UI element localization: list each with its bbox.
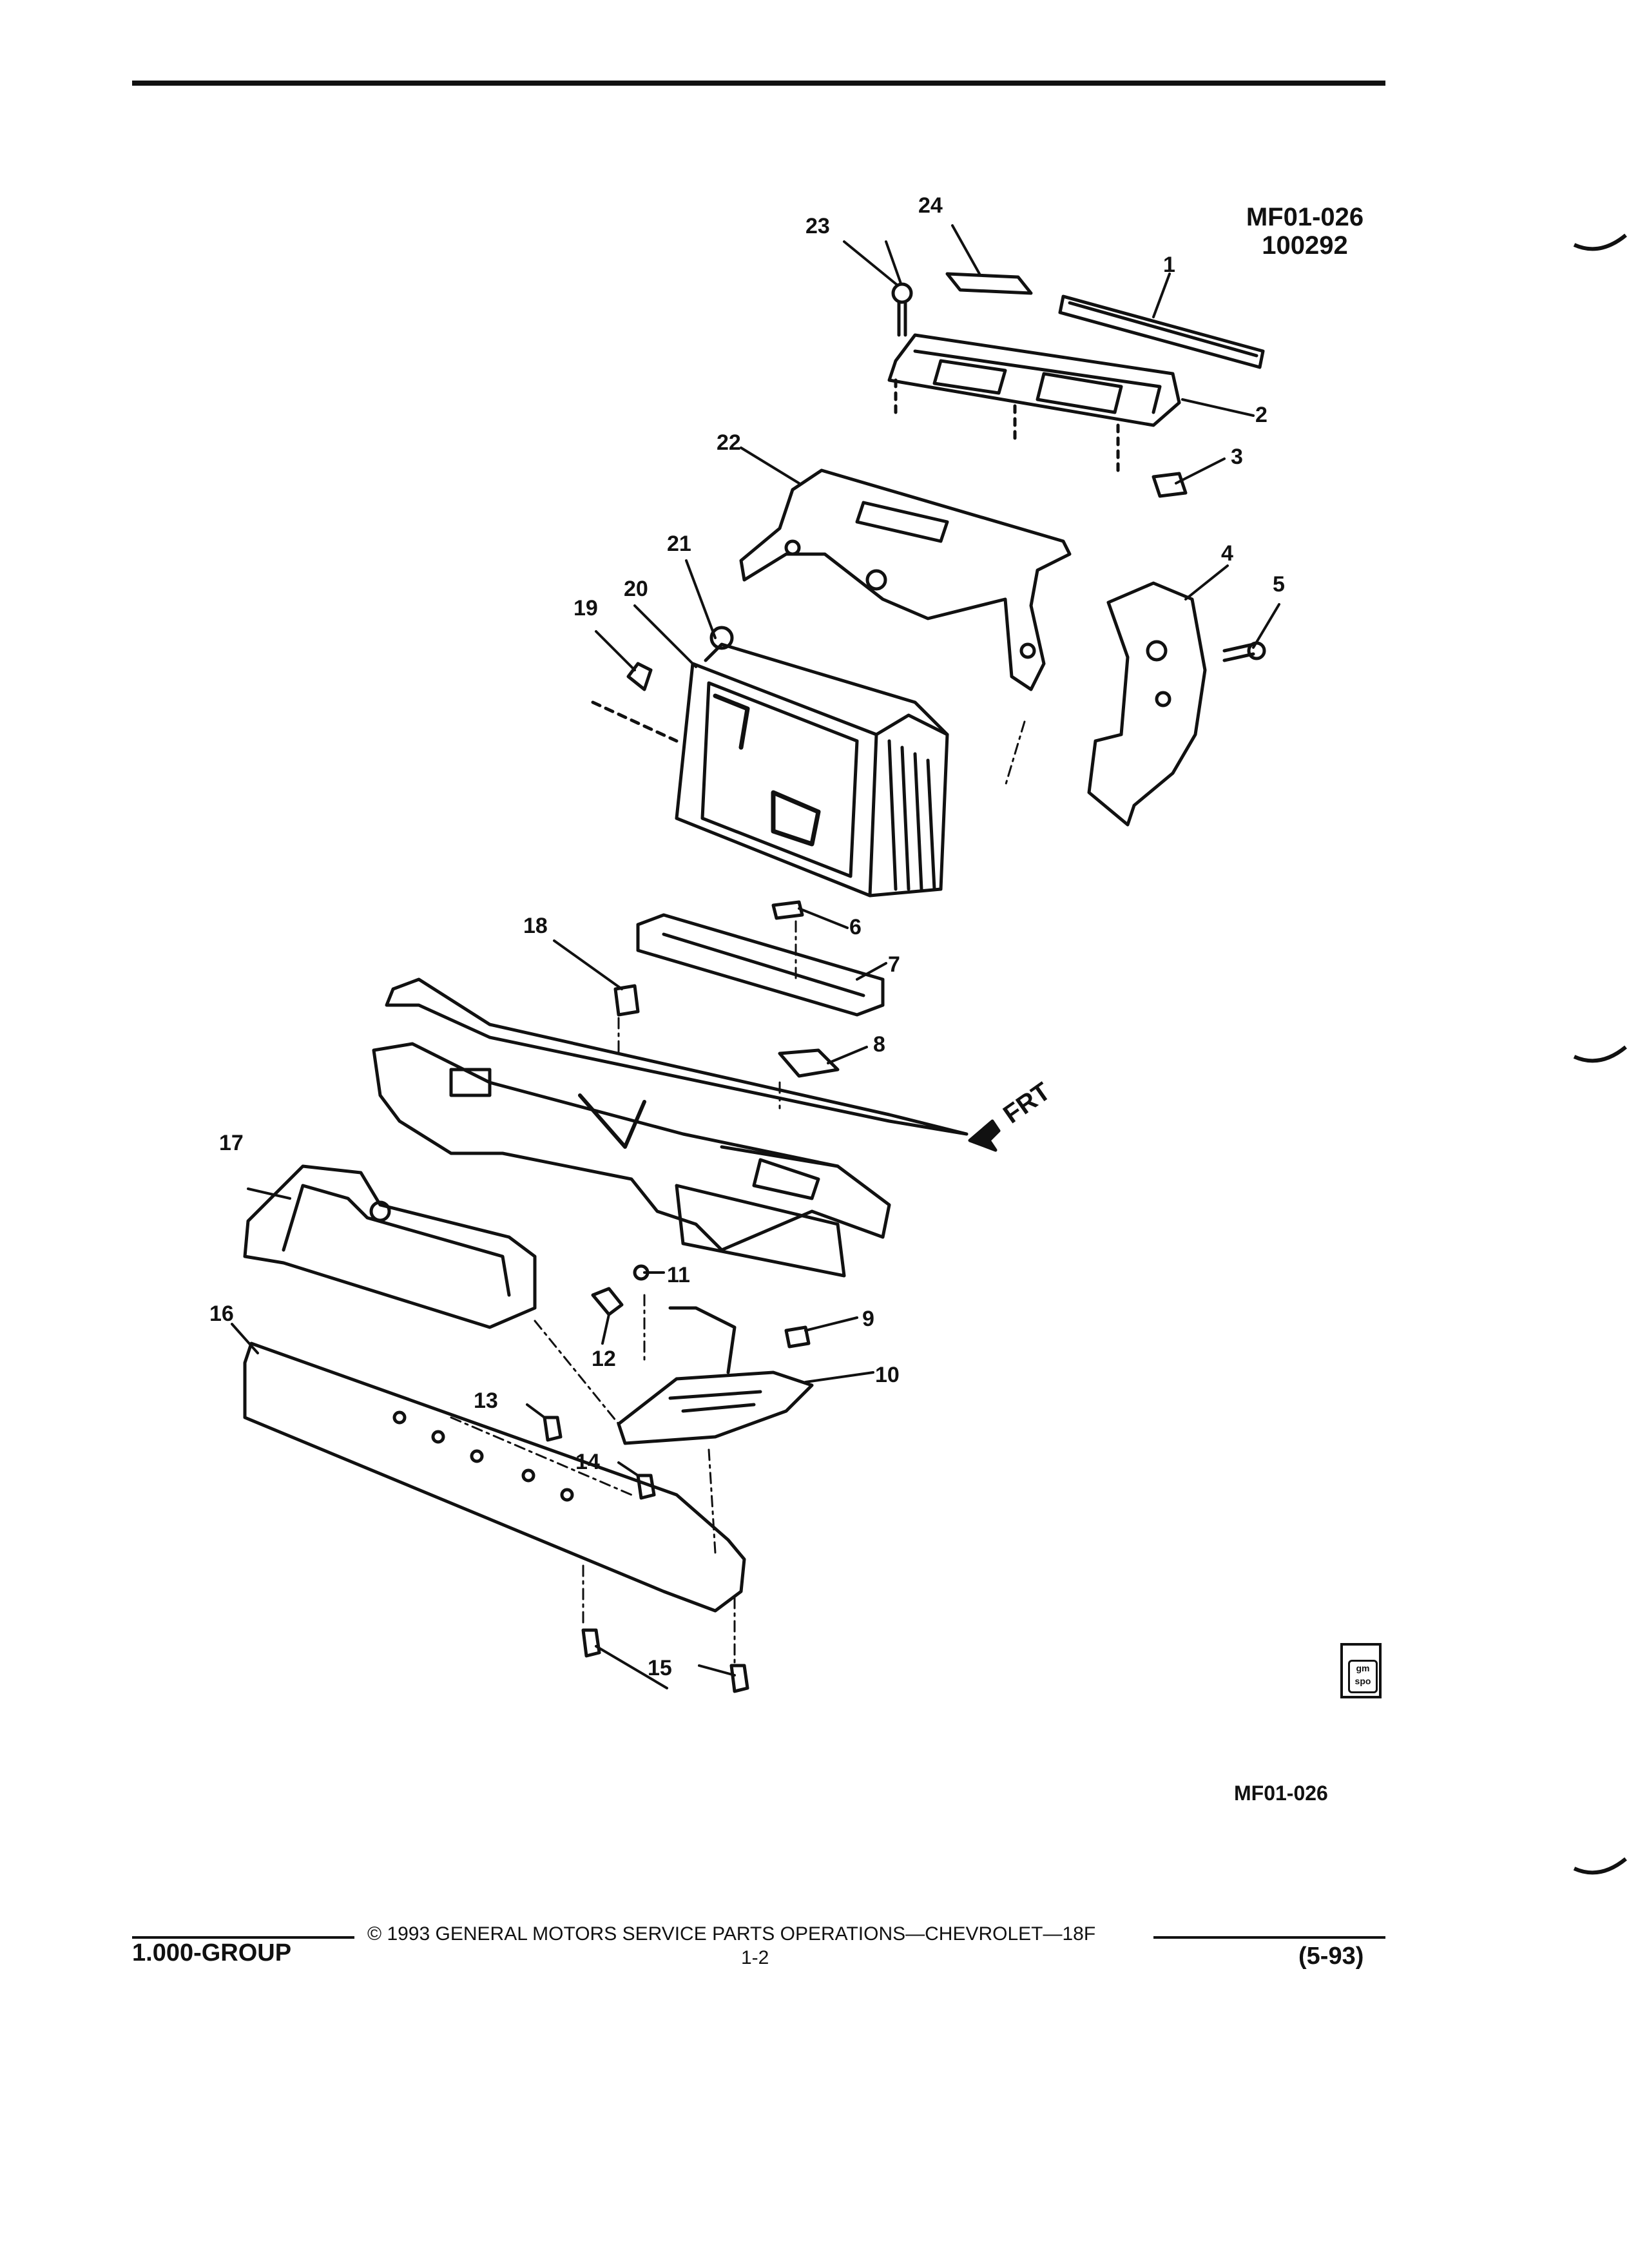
callout-2: 2 bbox=[1255, 403, 1268, 427]
part-18-grommet bbox=[613, 984, 640, 1017]
gm-spo-logo-text: gm spo bbox=[1348, 1660, 1378, 1693]
part-17-baffle bbox=[243, 1164, 537, 1329]
footer-date: (5-93) bbox=[1298, 1943, 1364, 1970]
part-1-weatherstrip bbox=[1058, 294, 1265, 369]
part-23-bolt bbox=[891, 282, 913, 337]
radiator-support bbox=[372, 977, 969, 1278]
binder-mark-top bbox=[1573, 233, 1627, 251]
part-7-rail bbox=[636, 913, 885, 1017]
callout-7: 7 bbox=[888, 952, 900, 977]
callout-3: 3 bbox=[1231, 445, 1243, 469]
callout-21: 21 bbox=[667, 532, 691, 556]
frt-arrow bbox=[968, 1119, 1001, 1152]
part-8-bracket bbox=[778, 1048, 840, 1078]
part-16-lower-shield bbox=[243, 1341, 746, 1613]
callout-8: 8 bbox=[873, 1032, 885, 1057]
callout-1: 1 bbox=[1163, 253, 1175, 277]
diagram-code: MF01-026 bbox=[1246, 203, 1364, 231]
part-19-fastener bbox=[591, 662, 679, 743]
callout-19: 19 bbox=[574, 596, 598, 620]
callout-5: 5 bbox=[1273, 572, 1285, 597]
diagram-date: 100292 bbox=[1262, 231, 1348, 260]
part-10-deflector bbox=[617, 1306, 814, 1445]
footer-diagram-code: MF01-026 bbox=[1234, 1782, 1328, 1805]
part-6-nut bbox=[771, 900, 804, 920]
part-20-module bbox=[675, 626, 949, 898]
footer-rule-right bbox=[1153, 1936, 1385, 1939]
part-24-pad bbox=[945, 272, 1033, 295]
callout-6: 6 bbox=[849, 915, 862, 939]
footer-copyright: © 1993 GENERAL MOTORS SERVICE PARTS OPER… bbox=[367, 1923, 1096, 1945]
part-2-tray bbox=[887, 333, 1181, 472]
small-fasteners bbox=[543, 1264, 811, 1693]
binder-mark-bottom bbox=[1573, 1857, 1627, 1875]
callout-14: 14 bbox=[575, 1450, 600, 1474]
callout-10: 10 bbox=[875, 1363, 900, 1387]
diagram-code-block: MF01-026 100292 bbox=[1221, 203, 1389, 260]
leader-lines bbox=[231, 224, 1280, 1689]
part-4-shield bbox=[1087, 581, 1207, 827]
part-22-bracket bbox=[739, 468, 1072, 691]
gm-spo-logo: gm spo bbox=[1340, 1643, 1382, 1698]
binder-mark-middle bbox=[1573, 1045, 1627, 1063]
callout-18: 18 bbox=[523, 914, 548, 938]
callout-13: 13 bbox=[474, 1389, 498, 1413]
footer-rule-left bbox=[132, 1936, 354, 1939]
callout-16: 16 bbox=[209, 1302, 234, 1326]
callout-9: 9 bbox=[862, 1307, 874, 1331]
footer-group: 1.000-GROUP bbox=[132, 1939, 292, 1966]
callout-4: 4 bbox=[1221, 541, 1233, 566]
callout-17: 17 bbox=[219, 1131, 244, 1155]
assembly-guides bbox=[450, 720, 1026, 1664]
part-5-screw bbox=[1222, 641, 1266, 662]
callout-12: 12 bbox=[592, 1347, 616, 1371]
part-3-clip bbox=[1152, 472, 1188, 498]
callout-24: 24 bbox=[918, 193, 943, 218]
callout-22: 22 bbox=[717, 430, 741, 455]
callout-23: 23 bbox=[805, 214, 830, 238]
top-rule bbox=[132, 81, 1385, 86]
callout-15: 15 bbox=[648, 1656, 672, 1680]
callout-11: 11 bbox=[667, 1263, 690, 1287]
callout-20: 20 bbox=[624, 577, 648, 601]
footer-page-number: 1-2 bbox=[741, 1947, 769, 1968]
